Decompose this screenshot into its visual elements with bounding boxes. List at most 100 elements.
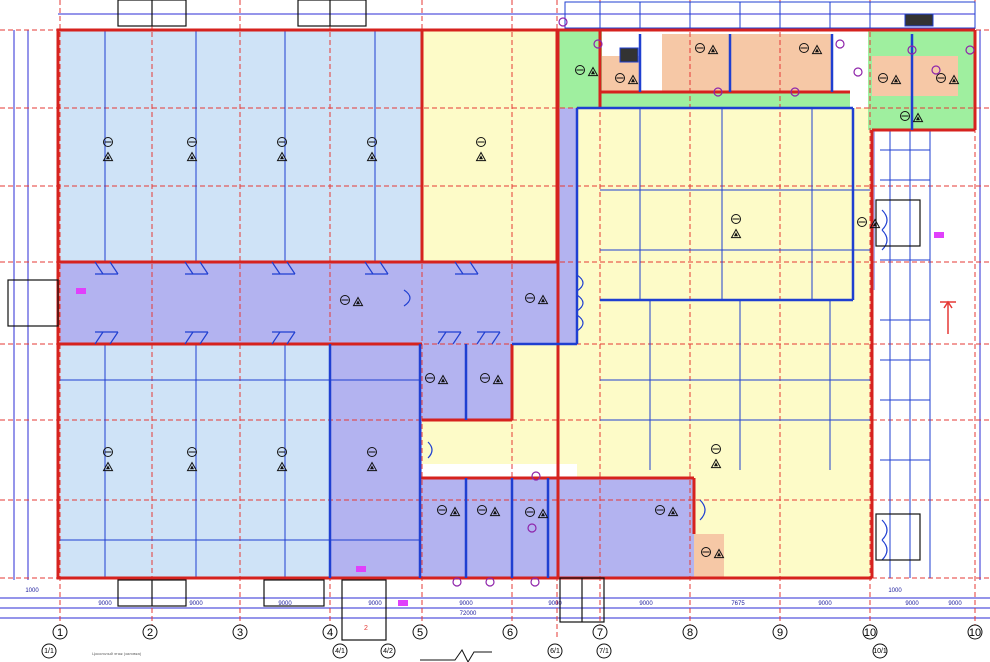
door-3 [271, 261, 296, 275]
triangle-icon [437, 374, 449, 385]
theta-circle-icon [277, 447, 287, 457]
triangle-icon [890, 74, 902, 85]
axis-sub-marker: 6/1 [547, 643, 563, 659]
room-orange-right-1 [872, 56, 912, 96]
triangle-icon [713, 548, 725, 559]
porches [7, 0, 921, 641]
theta-circle-icon [103, 137, 113, 147]
corridor-main [60, 262, 577, 344]
valve-icon [931, 65, 941, 75]
valve-icon [593, 39, 603, 49]
porch-right-bottom [875, 513, 921, 561]
porch-bottom-2 [263, 579, 325, 607]
dimension-label: 9000 [818, 601, 832, 607]
svg-text:7: 7 [597, 627, 603, 639]
triangle-icon [948, 74, 960, 85]
theta-circle-icon [437, 505, 447, 515]
triangle-icon [627, 74, 639, 85]
marker-right [934, 232, 944, 238]
valve-icon [713, 87, 723, 97]
room-top-4 [330, 30, 422, 262]
theta-circle-icon [480, 373, 490, 383]
triangle-icon [587, 66, 599, 77]
svg-text:1/1: 1/1 [44, 648, 54, 655]
axis-marker-2: 2 [142, 624, 158, 640]
door-13 [427, 441, 433, 459]
axis-sub-marker: 1/1 [41, 643, 57, 659]
door-10 [476, 331, 501, 345]
door-11 [576, 274, 584, 332]
triangle-icon [475, 151, 487, 162]
svg-text:6/1: 6/1 [550, 648, 560, 655]
theta-circle-icon [187, 447, 197, 457]
axis-marker-10: 10 [967, 624, 983, 640]
theta-circle-icon [476, 137, 486, 147]
theta-circle-icon [799, 43, 809, 53]
svg-text:4/2: 4/2 [383, 648, 393, 655]
blue-partitions [60, 30, 931, 578]
side-dimension-left: 1000 [25, 588, 39, 594]
break-line [420, 649, 492, 662]
door-15 [881, 519, 888, 561]
svg-text:8: 8 [687, 627, 693, 639]
triangle-icon [449, 506, 461, 517]
svg-text:3: 3 [237, 627, 243, 639]
dimension-label: 9000 [459, 601, 473, 607]
dimension-label: 9000 [98, 601, 112, 607]
room-orange-top-1 [662, 34, 730, 92]
north-arrow [940, 300, 956, 334]
porch-left [7, 279, 59, 327]
walls-red [56, 28, 977, 580]
triangle-icon [102, 151, 114, 162]
doors [94, 209, 888, 561]
triangle-icon [366, 461, 378, 472]
theta-circle-icon [367, 137, 377, 147]
axis-sub-marker: 10/1 [872, 643, 888, 659]
theta-circle-icon [367, 447, 377, 457]
footer-note: Цокольный этаж (заливка) [92, 651, 142, 656]
axis-sub-marker: 7/1 [596, 643, 612, 659]
triangle-icon [537, 294, 549, 305]
stair-mark: 2 [364, 625, 368, 632]
valve-icon [907, 45, 917, 55]
side-dimension-right: 1000 [888, 588, 902, 594]
valve-icon [452, 577, 462, 587]
triangle-icon [276, 151, 288, 162]
triangle-icon [366, 151, 378, 162]
marker-left [76, 288, 86, 294]
valve-icon [835, 39, 845, 49]
axis-marker-6: 6 [502, 624, 518, 640]
theta-circle-icon [477, 505, 487, 515]
door-9 [437, 331, 462, 345]
dimension-label: 9000 [368, 601, 382, 607]
svg-text:1: 1 [57, 627, 63, 639]
dimension-label: 9000 [189, 601, 203, 607]
triangle-icon [537, 508, 549, 519]
axis-sub-marker: 4/2 [380, 643, 396, 659]
door-12 [403, 289, 411, 307]
marker-bottom-2 [398, 600, 408, 606]
valve-icon [527, 523, 537, 533]
svg-text:4: 4 [327, 627, 333, 639]
valve-icon [485, 577, 495, 587]
theta-circle-icon [525, 293, 535, 303]
room-bottom-purple [330, 344, 422, 578]
theta-circle-icon [900, 111, 910, 121]
theta-circle-icon [187, 137, 197, 147]
room-green-top-strip [600, 92, 850, 108]
magenta-markers [76, 232, 944, 606]
theta-circle-icon [731, 214, 741, 224]
svg-text:4/1: 4/1 [335, 648, 345, 655]
dimension-label: 9000 [948, 601, 962, 607]
overall-dimension: 72000 [460, 611, 477, 617]
triangle-icon [811, 44, 823, 55]
svg-text:10: 10 [864, 627, 876, 639]
valve-icon [531, 471, 541, 481]
valve-icon [790, 87, 800, 97]
door-8 [271, 331, 296, 345]
porch-right-top [875, 199, 921, 247]
svg-text:2: 2 [147, 627, 153, 639]
dimension-label: 7675 [731, 601, 745, 607]
axis-marker-9: 9 [772, 624, 788, 640]
